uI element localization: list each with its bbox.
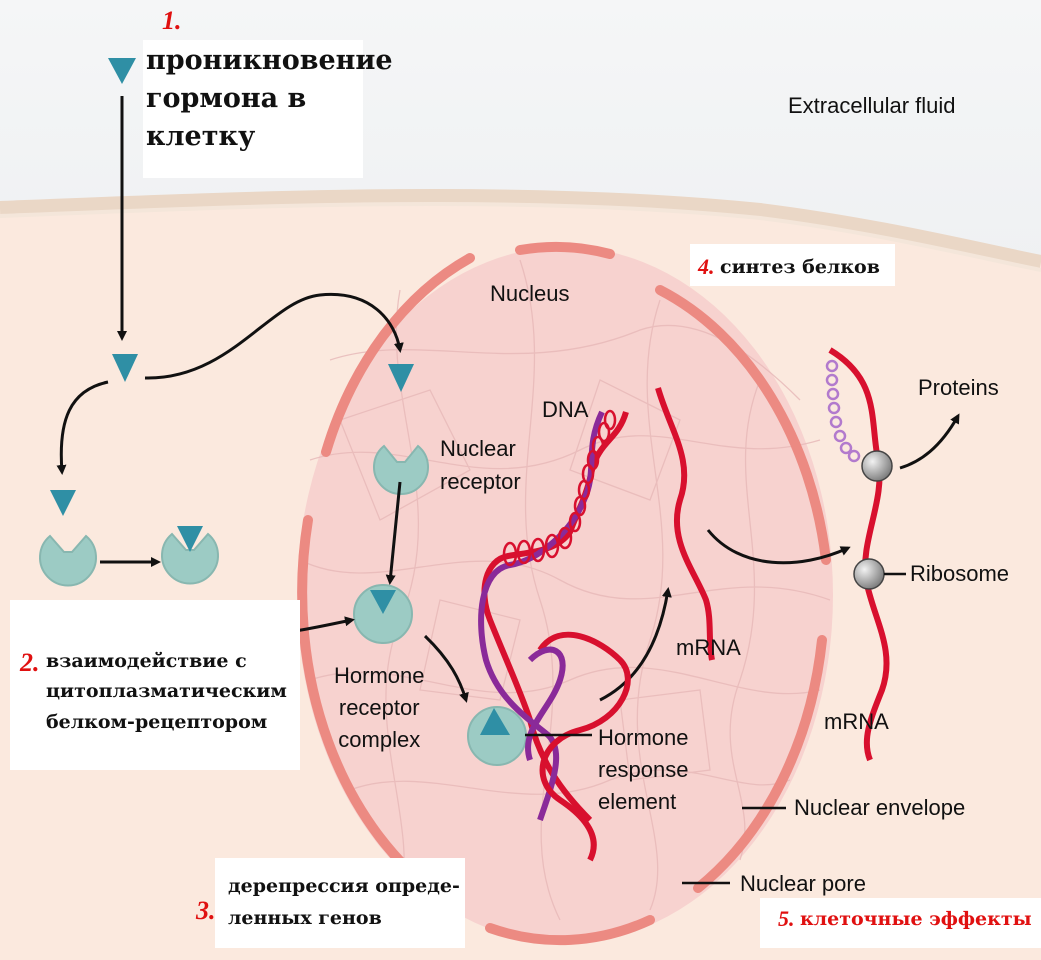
extracellular-fluid-label: Extracellular fluid (788, 94, 956, 118)
ribosome-icon (862, 451, 892, 481)
hormone-receptor-complex-label: Hormone receptor complex (334, 660, 424, 756)
hormone-response-element-label: Hormone response element (598, 722, 689, 818)
step-3-text: дерепрессия опреде- ленных генов (228, 870, 460, 935)
step-5-text: клеточные эффекты (800, 908, 1032, 932)
ribosome-icon (854, 559, 884, 589)
step-1-number: 1. (162, 6, 182, 36)
nucleus-label: Nucleus (490, 282, 569, 306)
proteins-label: Proteins (918, 376, 999, 400)
step-1-text: проникновение гормона в клетку (146, 42, 393, 155)
step-2-number: 2. (20, 648, 40, 678)
mrna-nucleus-label: mRNA (676, 636, 741, 660)
ribosome-label: Ribosome (910, 562, 1009, 586)
nuclear-pore-label: Nuclear pore (740, 872, 866, 896)
step-4-number: 4. (698, 254, 715, 280)
mrna-cytoplasm-label: mRNA (824, 710, 889, 734)
dna-label: DNA (542, 398, 588, 422)
step-5-number: 5. (778, 906, 795, 932)
nuclear-envelope-label: Nuclear envelope (794, 796, 965, 820)
step-3-number: 3. (196, 896, 216, 926)
nuclear-receptor-label: Nuclear receptor (440, 432, 521, 498)
step-2-text: взаимодействие с цитоплазматическим белк… (46, 646, 287, 737)
step-4-text: синтез белков (720, 256, 880, 280)
